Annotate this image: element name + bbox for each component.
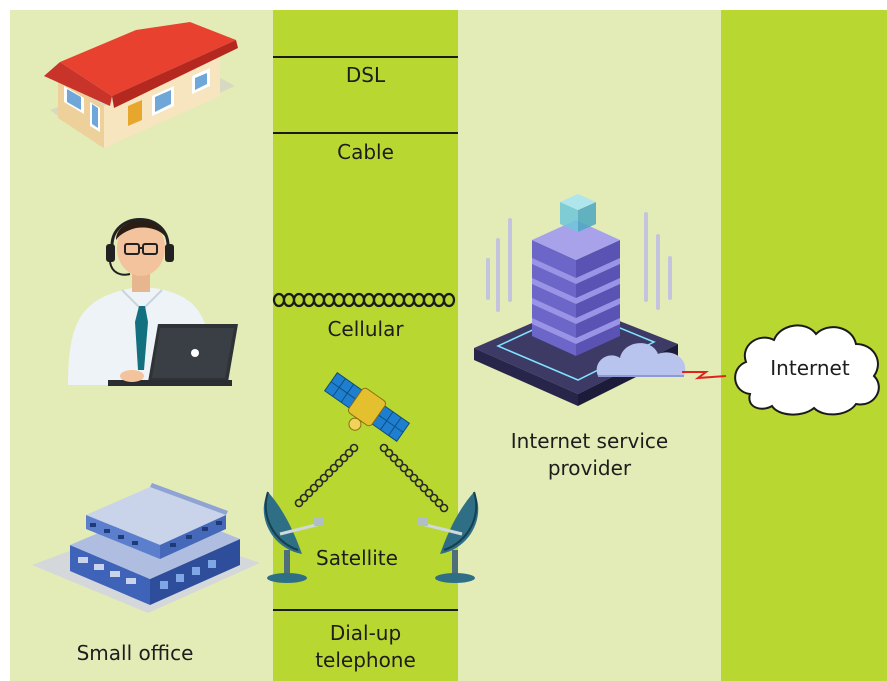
isp-server-icon — [474, 194, 686, 406]
dialup-label: Dial-up telephone — [315, 621, 416, 672]
small-office-label: Small office — [76, 641, 194, 665]
isp-internet-link — [682, 371, 727, 380]
satellite-links — [294, 443, 449, 513]
satellite-icon — [323, 372, 411, 442]
cable-line — [273, 132, 458, 134]
internet-cloud-icon — [734, 324, 880, 416]
dialup-line — [273, 609, 458, 611]
dsl-label: DSL — [345, 63, 386, 87]
isp-label: Internet service provider — [510, 429, 669, 480]
satellite-dish-right-icon — [418, 491, 479, 583]
remote-user-icon — [68, 218, 238, 386]
cable-label: Cable — [337, 140, 394, 164]
internet-label: Internet — [770, 356, 850, 380]
connection-media-column — [273, 10, 458, 681]
cellular-label: Cellular — [327, 317, 404, 341]
satellite-label: Satellite — [316, 546, 398, 570]
house-icon — [44, 22, 238, 148]
cellular-coil-icon — [272, 292, 456, 308]
small-office-icon — [32, 483, 260, 613]
dsl-line — [273, 56, 458, 58]
satellite-dish-left-icon — [263, 491, 324, 583]
